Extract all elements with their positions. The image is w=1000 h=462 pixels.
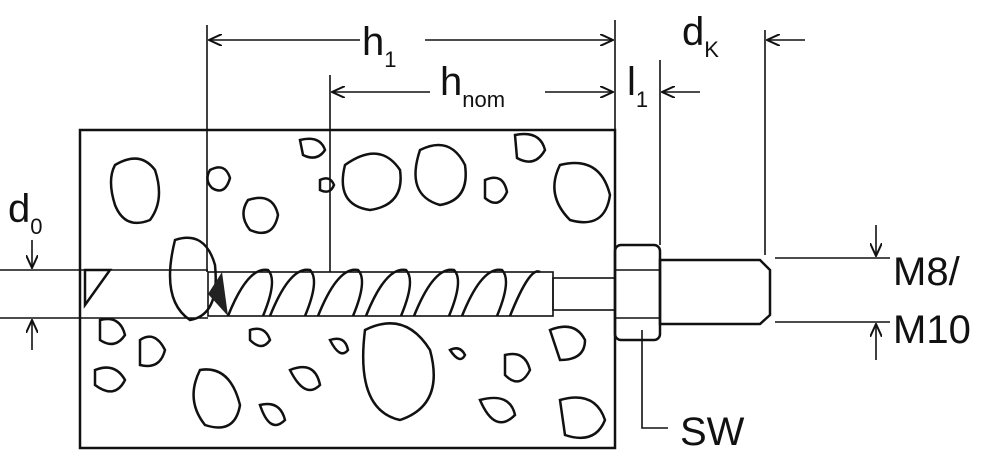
extension-lines (0, 20, 890, 323)
label-l1: l1 (627, 60, 648, 112)
screw-thread-helix (226, 268, 541, 317)
label-thread-m10: M10 (893, 308, 971, 352)
threaded-stud (658, 258, 772, 326)
dimension-lines (32, 40, 876, 429)
label-hnom: hnom (440, 60, 505, 112)
concrete-block (78, 128, 617, 450)
dimension-labels: h1 hnom l1 dK d0 M8/ M10 SW (8, 10, 971, 454)
label-dk: dK (682, 10, 719, 62)
label-h1: h1 (362, 20, 397, 72)
label-thread-m8: M8/ (893, 250, 961, 294)
concrete-screw (207, 268, 616, 317)
label-sw: SW (680, 410, 745, 454)
label-d0: d0 (8, 187, 43, 239)
aggregate-stones (83, 132, 612, 440)
hex-nut (613, 243, 662, 342)
